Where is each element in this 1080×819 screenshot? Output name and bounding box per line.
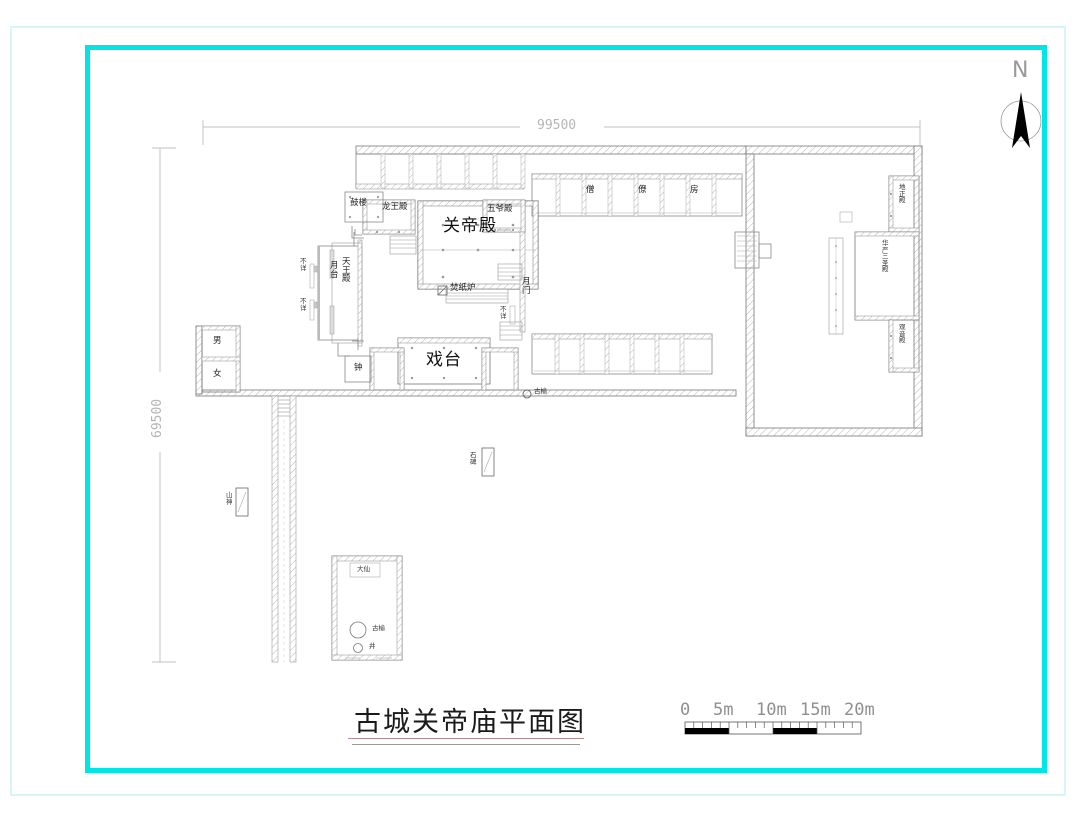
label-paper-furnace: 焚纸炉 [450, 283, 476, 293]
label-longwang-hall: 龙王殿 [382, 202, 408, 212]
page-title: 古城关帝庙平面图 [354, 707, 586, 738]
label-opera-stage: 戏台 [426, 350, 462, 370]
label-unknown-3: 不详 [500, 305, 507, 320]
label-unknown-2: 不详 [300, 297, 307, 312]
label-restroom-female: 女 [213, 369, 222, 379]
scale-tick-15: 15m [800, 700, 831, 720]
scale-tick-5: 5m [713, 700, 734, 720]
label-monk-quarters-char-1: 僧 [586, 185, 595, 195]
label-monk-quarters-char-2: 僚 [638, 185, 647, 195]
label-monk-quarters-char-3: 房 [690, 185, 699, 195]
label-huayan-hall: 华严三圣殿 [882, 239, 889, 273]
scale-bar-labels: 0 5m 10m 15m 20m [680, 700, 880, 722]
label-bell-tower: 钟 [354, 363, 363, 373]
inner-decorative-frame [85, 45, 1047, 773]
label-drum-tower: 鼓楼 [350, 198, 368, 208]
label-wuye-hall: 五爷殿 [487, 204, 513, 214]
label-elm-tree-stage: 古榆 [534, 387, 547, 395]
scale-tick-0: 0 [680, 700, 691, 720]
label-unknown-1: 不详 [300, 257, 307, 272]
overall-width-dimension: 99500 [537, 118, 577, 133]
label-dizheng-hall: 地正殿 [899, 183, 906, 204]
label-moon-platform: 月台 [330, 261, 339, 280]
scale-tick-10: 10m [756, 700, 787, 720]
label-tianwang-hall: 天王殿 [342, 257, 351, 284]
label-guanyin-hall: 观音殿 [899, 323, 906, 344]
label-daxian-hall: 大仙 [357, 565, 370, 573]
label-moon-gate: 月门 [522, 277, 531, 296]
label-restroom-male: 男 [213, 336, 222, 346]
overall-height-dimension: 69500 [150, 398, 165, 438]
label-elm-tree-south: 古榆 [372, 624, 385, 632]
title-underline-primary [348, 738, 584, 739]
label-well: 井 [369, 642, 376, 650]
label-stone-stele: 石碑 [470, 451, 477, 466]
north-arrow-label: N [1012, 58, 1029, 83]
scale-tick-20: 20m [844, 700, 875, 720]
label-mountain-god: 山神 [226, 491, 233, 506]
label-guandi-hall: 关帝殿 [443, 216, 497, 236]
scale-bar: 0 5m 10m 15m 20m [680, 700, 880, 722]
title-underline-secondary [352, 744, 580, 745]
outer-decorative-frame [10, 26, 1066, 796]
